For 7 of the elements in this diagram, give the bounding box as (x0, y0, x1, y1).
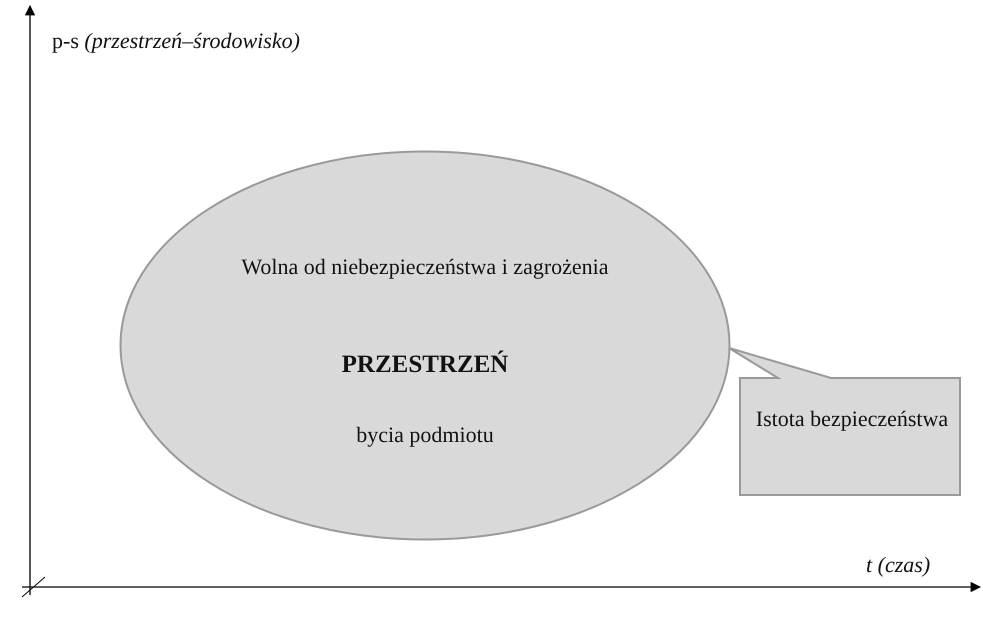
node-text: bycia podmiotu (355, 421, 495, 449)
title-text: PRZESTRZEŃ (340, 350, 510, 380)
axis-label: p-s (przestrzeń–środowisko) (52, 28, 300, 54)
ellipse-shape (119, 150, 731, 541)
axis-label: t (czas) (866, 552, 930, 578)
node-text: Istota bezpieczeństwa (754, 405, 950, 433)
node-text: Wolna od niebezpieczeństwa i zagrożenia (240, 253, 610, 281)
